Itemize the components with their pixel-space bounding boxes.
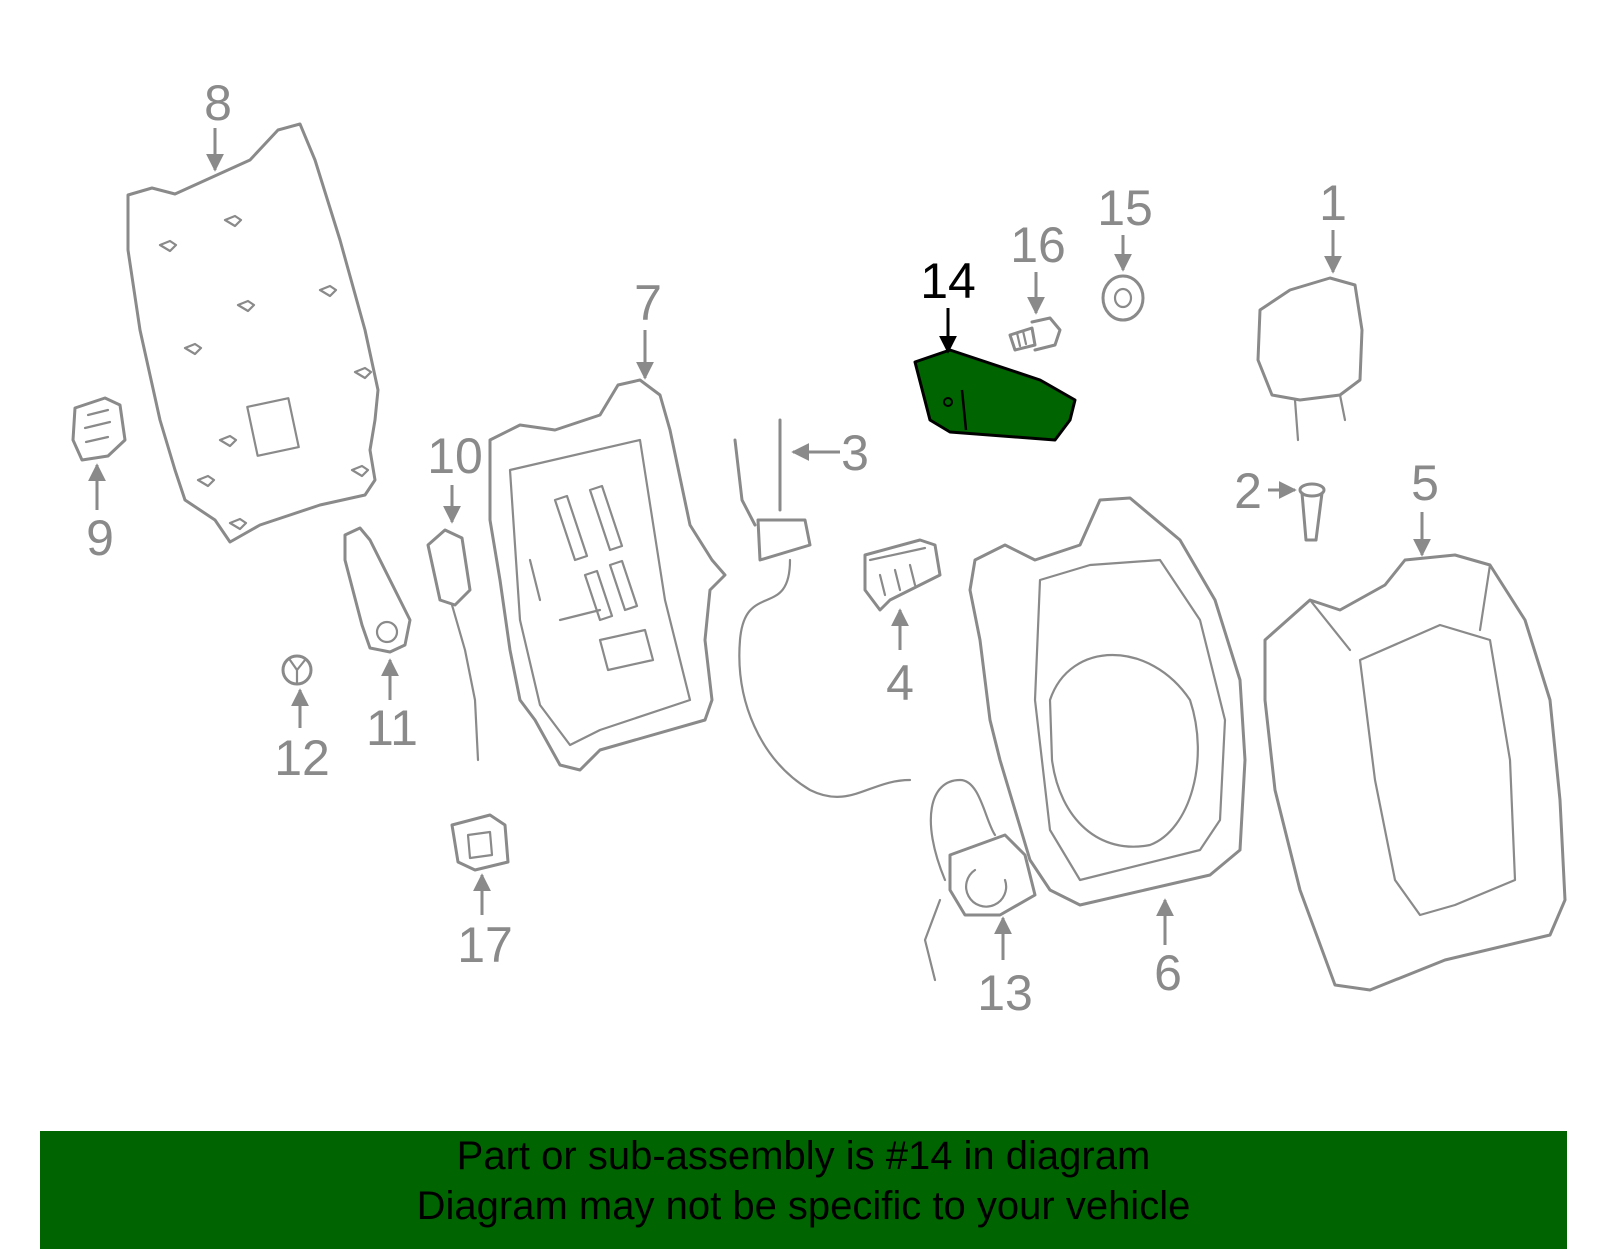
callout-9-label: 9	[86, 510, 114, 566]
callout-8-label: 8	[204, 75, 232, 131]
part-5-cover	[1263, 553, 1567, 992]
callout-10-label: 10	[427, 428, 483, 484]
part-17-retainer	[450, 813, 510, 872]
callout-14-label: 14	[920, 253, 976, 309]
callout-11: 11	[366, 658, 418, 756]
callout-15: 15	[1097, 180, 1153, 272]
callout-5: 5	[1411, 455, 1439, 557]
callout-15-label: 15	[1097, 180, 1153, 236]
part-10-sensor	[426, 528, 480, 762]
part-13-sensor	[923, 778, 1037, 982]
part-11-lever	[343, 526, 412, 654]
callout-13-label: 13	[977, 965, 1033, 1021]
callout-1: 1	[1319, 175, 1347, 274]
caption-banner: Part or sub-assembly is #14 in diagram D…	[40, 1131, 1567, 1249]
callout-16-label: 16	[1010, 217, 1066, 273]
callout-10: 10	[427, 428, 483, 524]
part-2-guide	[1298, 482, 1326, 542]
callout-9: 9	[86, 463, 114, 566]
callout-13: 13	[977, 916, 1033, 1021]
callout-4: 4	[886, 608, 914, 711]
callout-2: 2	[1234, 463, 1297, 519]
callout-3-label: 3	[841, 425, 869, 481]
callout-17-label: 17	[457, 917, 513, 973]
part-9-clip	[71, 396, 127, 462]
callout-11-label: 11	[366, 700, 418, 756]
banner-background	[40, 1131, 1567, 1249]
callout-7: 7	[634, 275, 662, 380]
callout-6: 6	[1154, 898, 1182, 1001]
part-12-clip	[281, 654, 313, 686]
part-16-bolt	[1008, 316, 1062, 352]
part-8-back-panel	[126, 122, 380, 544]
part-1-headrest	[1256, 276, 1364, 442]
callout-12-label: 12	[274, 730, 330, 786]
part-15-washer	[1101, 274, 1145, 322]
part-7-frame	[488, 378, 727, 772]
callout-4-label: 4	[886, 655, 914, 711]
callout-5-label: 5	[1411, 455, 1439, 511]
callout-7-label: 7	[634, 275, 662, 331]
part-6-pad	[968, 496, 1247, 907]
callout-14: 14	[920, 253, 976, 354]
banner-line-1: Part or sub-assembly is #14 in diagram	[456, 1134, 1151, 1178]
part-4-module	[863, 538, 942, 612]
callout-17: 17	[457, 873, 513, 973]
callout-6-label: 6	[1154, 945, 1182, 1001]
callout-16: 16	[1010, 217, 1066, 315]
callout-8: 8	[204, 75, 232, 172]
callout-2-label: 2	[1234, 463, 1262, 519]
callout-1-label: 1	[1319, 175, 1347, 231]
callout-3: 3	[791, 425, 869, 481]
banner-line-2: Diagram may not be specific to your vehi…	[416, 1184, 1191, 1228]
part-3-cable	[733, 418, 912, 798]
callout-12: 12	[274, 688, 330, 786]
part-14-highlighted	[913, 348, 1077, 442]
